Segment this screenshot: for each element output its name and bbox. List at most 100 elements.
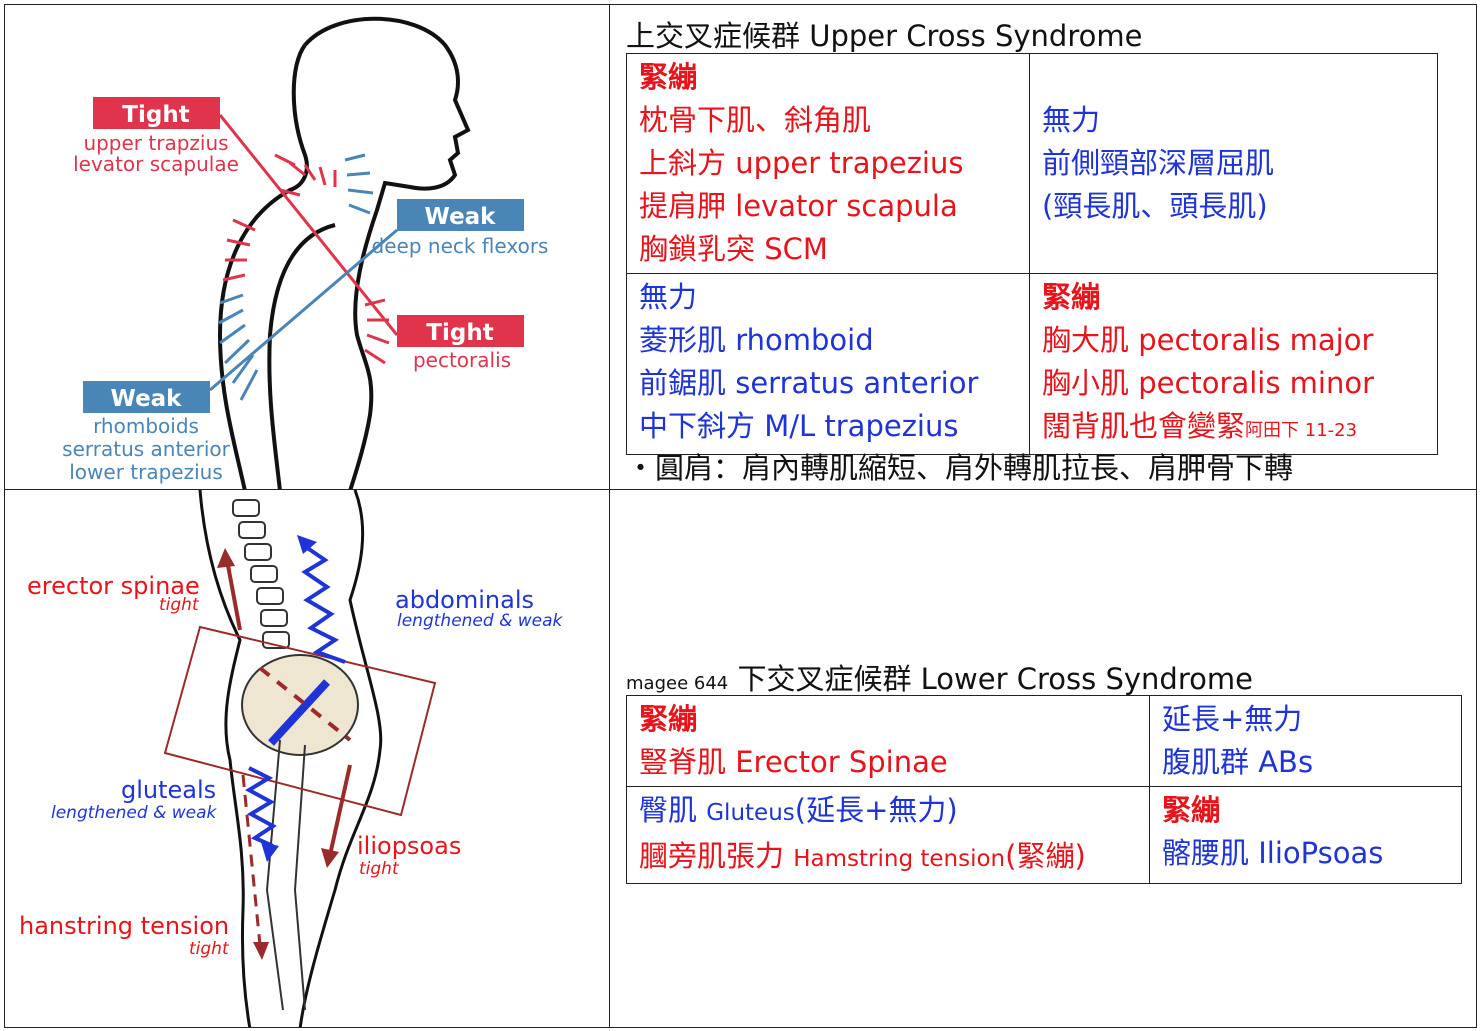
lower-cross-table: 緊繃 豎脊肌 Erector Spinae 延長+無力 腹肌群 ABs 臀肌 G… [626, 695, 1462, 884]
lower-cross-table-cell: magee 644 下交叉症候群 Lower Cross Syndrome 緊繃… [609, 489, 1477, 1028]
tight-sub-1a: upper trapzius [83, 131, 228, 155]
upper-cross-figure-cell: Tight upper trapzius levator scapulae We… [4, 4, 610, 490]
upper-tr-head: 無力 [1042, 103, 1101, 137]
lower-bl-2a: 膕旁肌張力 [639, 839, 785, 873]
gluteals-arrowhead-icon [261, 842, 279, 862]
iliopsoas-sub: tight [359, 859, 400, 879]
abdominals-arrowhead-icon [297, 535, 317, 554]
weak-label-2: Weak [111, 386, 183, 412]
erector-arrow [225, 559, 242, 631]
hamstring-label: hanstring tension [19, 912, 229, 940]
back-outline-icon [198, 490, 252, 1027]
lower-bl-line-2: 膕旁肌張力 Hamstring tension(緊繃) [639, 835, 1137, 881]
iliopsoas-arrowhead-icon [321, 848, 339, 868]
erector-sub: tight [159, 595, 200, 615]
tight-sub-2: pectoralis [413, 348, 511, 372]
upper-bl-line-3: 中下斜方 M/L trapezius [639, 409, 959, 443]
upper-cross-title: 上交叉症候群 Upper Cross Syndrome [626, 19, 1143, 53]
upper-tr-line-2: (頸長肌、頭長肌) [1042, 189, 1268, 223]
upper-cross-figure: Tight upper trapzius levator scapulae We… [62, 16, 549, 489]
lower-mixed-cell: 臀肌 Gluteus(延長+無力) 膕旁肌張力 Hamstring tensio… [626, 786, 1150, 884]
abdominals-label: abdominals [395, 586, 534, 614]
gluteals-zigzag [244, 766, 277, 848]
lower-bl-2b: Hamstring tension [793, 846, 1006, 872]
lower-br-line: 髂腰肌 IlioPsoas [1162, 836, 1384, 870]
upper-tr-line-1: 前側頸部深層屈肌 [1042, 146, 1275, 180]
upper-bl-head: 無力 [639, 280, 698, 314]
abdominals-zigzag [301, 543, 346, 664]
tight-cross-line [218, 114, 399, 336]
lower-cross-title-row: magee 644 下交叉症候群 Lower Cross Syndrome [626, 656, 1253, 698]
weak-badge-2 [83, 381, 210, 413]
body-silhouette-icon [303, 16, 471, 489]
tight-badge-1 [93, 97, 220, 129]
upper-tl-line-4: 胸鎖乳突 SCM [639, 232, 828, 266]
tight-label-1: Tight [122, 102, 189, 128]
tight-label-2: Tight [426, 320, 493, 346]
abdominals-sub: lengthened & weak [397, 611, 564, 631]
upper-weak-cell: 無力 前側頸部深層屈肌 (頸長肌、頭長肌) [1029, 53, 1438, 274]
weak-sub-2b: serratus anterior [62, 437, 230, 461]
lower-cross-figure-cell: erector spinae tight abdominals lengthen… [4, 489, 610, 1028]
lower-tl-head: 緊繃 [639, 702, 698, 736]
iliopsoas-arrow [328, 764, 352, 856]
weak-sub-2a: rhomboids [93, 414, 199, 438]
erector-arrowhead-icon [217, 548, 235, 568]
gluteals-sub: lengthened & weak [51, 803, 218, 823]
upper-bl-line-2: 前鋸肌 serratus anterior [639, 366, 979, 400]
weak-sub-2c: lower trapezius [69, 460, 223, 484]
upper-tl-line-1: 枕骨下肌、斜角肌 [639, 103, 872, 137]
hamstring-arrowhead-icon [253, 942, 269, 960]
upper-tight-cell: 緊繃 枕骨下肌、斜角肌 上斜方 upper trapezius 提肩胛 leva… [626, 53, 1030, 274]
pelvic-box [163, 625, 437, 817]
lower-bl-2c: (緊繃) [1005, 839, 1086, 873]
upper-br-head: 緊繃 [1042, 280, 1101, 314]
front-outline-icon [298, 490, 383, 1027]
weak-label-1: Weak [425, 204, 497, 230]
femur-icon [265, 739, 306, 1011]
weak-badge-1 [397, 199, 524, 231]
lower-tr-line: 腹肌群 ABs [1162, 745, 1314, 779]
pelvis-tilt-line [268, 679, 330, 746]
lower-tight-cell-2: 緊繃 髂腰肌 IlioPsoas [1149, 786, 1462, 884]
hamstring-sub: tight [189, 939, 230, 959]
upper-br-ref: 阿田下 11-23 [1245, 420, 1358, 441]
box-dash-1 [258, 666, 352, 742]
upper-tight-cell-2: 緊繃 胸大肌 pectoralis major 胸小肌 pectoralis m… [1029, 273, 1438, 455]
pelvis-icon [241, 654, 359, 756]
upper-br-line-2: 胸小肌 pectoralis minor [1042, 366, 1375, 400]
lower-tr-head: 延長+無力 [1162, 702, 1303, 736]
upper-bl-line-1: 菱形肌 rhomboid [639, 323, 874, 357]
upper-tl-line-3: 提肩胛 levator scapula [639, 189, 958, 223]
lower-bl-1a: 臀肌 [639, 793, 698, 827]
lower-tight-cell: 緊繃 豎脊肌 Erector Spinae [626, 695, 1150, 787]
weak-sub-1: deep neck flexors [372, 234, 549, 258]
arm-silhouette-icon [267, 223, 336, 489]
upper-cross-table-cell: 上交叉症候群 Upper Cross Syndrome 緊繃 枕骨下肌、斜角肌 … [609, 4, 1477, 490]
lower-bl-line-1: 臀肌 Gluteus(延長+無力) [639, 789, 1137, 835]
back-silhouette-icon [217, 43, 309, 489]
tight-badge-2 [397, 315, 524, 347]
lower-weak-cell: 延長+無力 腹肌群 ABs [1149, 695, 1462, 787]
upper-cross-note: ・圓肩：肩內轉肌縮短、肩外轉肌拉長、肩胛骨下轉 [626, 451, 1294, 485]
upper-br-line-3: 闊背肌也會變緊阿田下 11-23 [1042, 405, 1425, 452]
upper-weak-cell-2: 無力 菱形肌 rhomboid 前鋸肌 serratus anterior 中下… [626, 273, 1030, 455]
weak-cross-line [209, 228, 398, 392]
spine-icon [232, 499, 290, 649]
lower-tl-line: 豎脊肌 Erector Spinae [639, 745, 948, 779]
lower-bl-1b: Gluteus [706, 800, 795, 826]
upper-br-last: 闊背肌也會變緊 [1042, 409, 1246, 443]
hamstring-dashed-arrow [241, 774, 262, 946]
lower-bl-1c: (延長+無力) [794, 793, 958, 827]
weak-spikes-icon [218, 153, 374, 401]
lower-br-head: 緊繃 [1162, 793, 1221, 827]
upper-tl-line-2: 上斜方 upper trapezius [639, 146, 964, 180]
upper-cross-table: 緊繃 枕骨下肌、斜角肌 上斜方 upper trapezius 提肩胛 leva… [626, 53, 1438, 455]
lower-cross-figure: erector spinae tight abdominals lengthen… [19, 490, 564, 1027]
iliopsoas-label: iliopsoas [357, 832, 461, 860]
gluteals-label: gluteals [121, 776, 216, 804]
upper-br-line-1: 胸大肌 pectoralis major [1042, 323, 1374, 357]
tight-sub-1b: levator scapulae [73, 152, 239, 176]
lower-cross-prefix: magee 644 [626, 673, 729, 694]
upper-tl-head: 緊繃 [639, 60, 698, 94]
